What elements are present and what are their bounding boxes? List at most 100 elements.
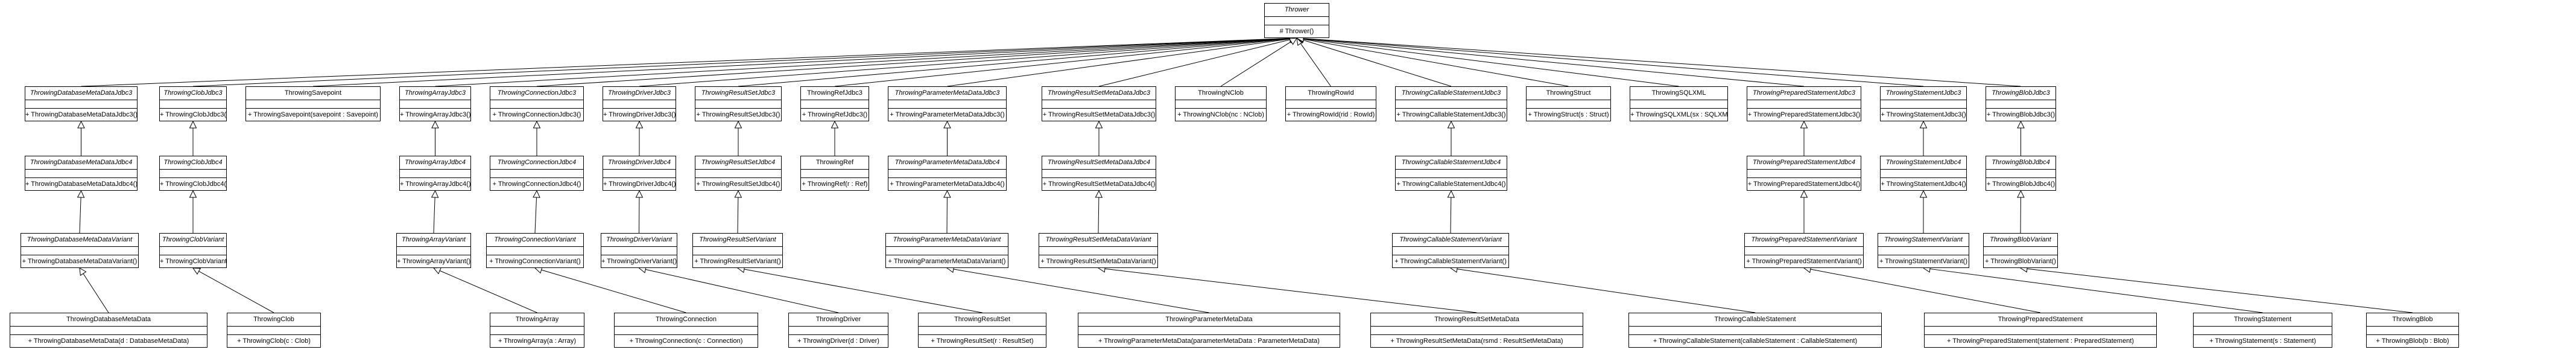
uml-class-drivervar[interactable]: ThrowingDriverVariant+ ThrowingDriverVar… <box>601 233 677 268</box>
uml-class-stmt[interactable]: ThrowingStatement+ ThrowingStatement(s :… <box>2193 313 2332 348</box>
operations-compartment: + ThrowingDriverJdbc3() <box>603 111 676 118</box>
uml-class-connjdbc4[interactable]: ThrowingConnectionJdbc4+ ThrowingConnect… <box>490 156 584 191</box>
uml-class-pmdjdbc3[interactable]: ThrowingParameterMetaDataJdbc3 + Throwing… <box>888 86 1007 121</box>
uml-class-rsjdbc3[interactable]: ThrowingResultSetJdbc3+ ThrowingResultSe… <box>695 86 782 121</box>
uml-class-driver[interactable]: ThrowingDriver+ ThrowingDriver(d : Drive… <box>788 313 888 348</box>
generalization-rsmdjdbc4-to-rsmdjdbc3 <box>1095 120 1103 156</box>
uml-class-csjdbc4[interactable]: ThrowingCallableStatementJdbc4+ Throwing… <box>1395 156 1507 191</box>
uml-class-sqlxml[interactable]: ThrowingSQLXML+ ThrowingSQLXML(sx : SQLX… <box>1630 86 1728 121</box>
uml-class-rsmdvar[interactable]: ThrowingResultSetMetaDataVariant+ Throwi… <box>1039 233 1158 268</box>
uml-class-blobjdbc3[interactable]: ThrowingBlobJdbc3+ ThrowingBlobJdbc3() <box>1986 86 2056 121</box>
uml-class-array[interactable]: ThrowingArray+ ThrowingArray(a : Array) <box>490 313 584 348</box>
class-name: ThrowingCallableStatementJdbc3 <box>1396 87 1507 100</box>
class-name: ThrowingDatabaseMetaDataVariant <box>21 234 138 247</box>
operations-compartment: + ThrowingArrayJdbc4() <box>400 180 470 188</box>
uml-class-conn[interactable]: ThrowingConnection+ ThrowingConnection(c… <box>614 313 758 348</box>
generalization-rs-to-rsvar <box>736 265 983 313</box>
generalization-line <box>1104 268 1477 313</box>
uml-class-rsmd[interactable]: ThrowingResultSetMetaData+ ThrowingResul… <box>1370 313 1583 348</box>
class-name: ThrowingResultSetMetaDataVariant <box>1039 234 1157 247</box>
uml-class-ps[interactable]: ThrowingPreparedStatement+ ThrowingPrepa… <box>1924 313 2157 348</box>
uml-class-psvar[interactable]: ThrowingPreparedStatementVariant+ Throwi… <box>1744 233 1864 268</box>
operations-compartment: + ThrowingConnectionVariant() <box>489 258 581 265</box>
class-name: ThrowingStatementJdbc4 <box>1881 156 1966 170</box>
attributes-compartment <box>888 100 1006 109</box>
attributes-compartment <box>1042 170 1156 178</box>
generalization-rsjdbc4-to-rsjdbc3 <box>734 120 742 156</box>
operations-compartment: + ThrowingParameterMetaDataJdbc3() <box>890 111 1005 118</box>
uml-class-stmtvar[interactable]: ThrowingStatementVariant+ ThrowingStatem… <box>1878 233 1969 268</box>
uml-class-rowid[interactable]: ThrowingRowId+ ThrowingRowId(rid : RowId… <box>1285 86 1376 121</box>
operations-compartment: + ThrowingClobJdbc3() <box>160 111 226 118</box>
attributes-compartment <box>246 100 380 109</box>
attributes-compartment <box>695 170 781 178</box>
uml-class-rsmdjdbc4[interactable]: ThrowingResultSetMetaDataJdbc4+ Throwing… <box>1042 156 1156 191</box>
uml-class-struct[interactable]: ThrowingStruct+ ThrowingStruct(s : Struc… <box>1526 86 1611 121</box>
uml-class-connvar[interactable]: ThrowingConnectionVariant+ ThrowingConne… <box>486 233 584 268</box>
uml-class-stmtjdbc3[interactable]: ThrowingStatementJdbc3+ ThrowingStatemen… <box>1880 86 1967 121</box>
uml-class-blob[interactable]: ThrowingBlob+ ThrowingBlob(b : Blob) <box>2366 313 2459 348</box>
generalization-arrowhead <box>635 120 644 129</box>
generalization-line <box>1303 38 1679 87</box>
attributes-compartment <box>693 247 782 255</box>
uml-class-dbmdvar[interactable]: ThrowingDatabaseMetaDataVariant+ Throwin… <box>21 233 139 268</box>
operations-compartment: + ThrowingClob(c : Clob) <box>237 337 311 345</box>
class-name: ThrowingCallableStatement <box>1629 313 1881 327</box>
attributes-compartment <box>400 100 470 109</box>
uml-class-pmdvar[interactable]: ThrowingParameterMetaDataVariant+ Throwi… <box>885 233 1008 268</box>
uml-class-clob[interactable]: ThrowingClob+ ThrowingClob(c : Clob) <box>227 313 321 348</box>
class-name: ThrowingParameterMetaDataJdbc3 <box>888 87 1006 100</box>
uml-class-thrower[interactable]: Thrower# Thrower() <box>1264 3 1329 38</box>
attributes-compartment <box>21 247 138 255</box>
generalization-driverjdbc3-to-thrower <box>639 34 1298 87</box>
uml-class-rsjdbc4[interactable]: ThrowingResultSetJdbc4+ ThrowingResultSe… <box>695 156 782 191</box>
generalization-clobjdbc3-to-thrower <box>192 34 1298 87</box>
uml-class-rs[interactable]: ThrowingResultSet+ ThrowingResultSet(r :… <box>918 313 1046 348</box>
uml-class-dbmdjdbc4[interactable]: ThrowingDatabaseMetaDataJdbc4+ ThrowingD… <box>25 156 138 191</box>
generalization-rsvar-to-rsjdbc4 <box>734 190 742 234</box>
uml-class-clobjdbc3[interactable]: ThrowingClobJdbc3 + ThrowingClobJdbc3() <box>159 86 227 121</box>
uml-class-arrayjdbc4[interactable]: ThrowingArrayJdbc4+ ThrowingArrayJdbc4() <box>399 156 471 191</box>
uml-class-connjdbc3[interactable]: ThrowingConnectionJdbc3+ ThrowingConnect… <box>490 86 584 121</box>
generalization-driverjdbc4-to-driverjdbc3 <box>635 120 644 156</box>
uml-class-rsvar[interactable]: ThrowingResultSetVariant+ ThrowingResult… <box>692 233 783 268</box>
uml-class-csjdbc3[interactable]: ThrowingCallableStatementJdbc3+ Throwing… <box>1395 86 1507 121</box>
generalization-psjdbc3-to-thrower <box>1296 34 1805 87</box>
generalization-arrowhead <box>1919 120 1928 129</box>
operations-compartment: + ThrowingStatement(s : Statement) <box>2209 337 2316 345</box>
uml-class-clobjdbc4[interactable]: ThrowingClobJdbc4+ ThrowingClobJdbc4() <box>159 156 227 191</box>
uml-class-csvar[interactable]: ThrowingCallableStatementVariant+ Throwi… <box>1392 233 1509 268</box>
uml-class-cs[interactable]: ThrowingCallableStatement+ ThrowingCalla… <box>1628 313 1882 348</box>
uml-class-refjdbc3[interactable]: ThrowingRefJdbc3+ ThrowingRefJdbc3() <box>800 86 869 121</box>
uml-class-arrayvar[interactable]: ThrowingArrayVariant+ ThrowingArrayVaria… <box>396 233 471 268</box>
attributes-compartment <box>695 100 781 109</box>
uml-class-driverjdbc3[interactable]: ThrowingDriverJdbc3+ ThrowingDriverJdbc3… <box>603 86 676 121</box>
uml-class-psjdbc3[interactable]: ThrowingPreparedStatementJdbc3+ Throwing… <box>1747 86 1861 121</box>
generalization-arrowhead <box>533 120 541 129</box>
uml-class-pmd[interactable]: ThrowingParameterMetaData+ ThrowingParam… <box>1078 313 1340 348</box>
generalization-arrowhead <box>1288 37 1297 45</box>
uml-class-arrayjdbc3[interactable]: ThrowingArrayJdbc3+ ThrowingArrayJdbc3() <box>399 86 471 121</box>
uml-class-savepoint[interactable]: ThrowingSavepoint+ ThrowingSavepoint(sav… <box>245 86 381 121</box>
uml-class-dbmd[interactable]: ThrowingDatabaseMetaData+ ThrowingDataba… <box>10 313 207 348</box>
uml-class-clobvar[interactable]: ThrowingClobVariant+ ThrowingClobVariant… <box>159 233 227 268</box>
operations-compartment: + ThrowingBlob(b : Blob) <box>2376 337 2449 345</box>
uml-class-rsmdjdbc3[interactable]: ThrowingResultSetMetaDataJdbc3+ Throwing… <box>1042 86 1156 121</box>
uml-class-stmtjdbc4[interactable]: ThrowingStatementJdbc4+ ThrowingStatemen… <box>1880 156 1967 191</box>
generalization-line <box>947 39 1291 87</box>
class-name: ThrowingDatabaseMetaData <box>10 313 207 327</box>
generalization-line <box>1303 38 2021 87</box>
uml-class-psjdbc4[interactable]: ThrowingPreparedStatementJdbc4+ Throwing… <box>1747 156 1861 191</box>
uml-class-blobvar[interactable]: ThrowingBlobVariant+ ThrowingBlobVariant… <box>1983 233 2058 268</box>
class-name: ThrowingClobJdbc3 <box>160 87 226 100</box>
generalization-arrowhead <box>189 120 197 129</box>
class-name: ThrowingResultSetJdbc3 <box>695 87 781 100</box>
generalization-line <box>1300 43 1331 87</box>
uml-class-ref[interactable]: ThrowingRef+ ThrowingRef(r : Ref) <box>800 156 869 191</box>
generalization-line <box>1303 38 1924 87</box>
uml-class-driverjdbc4[interactable]: ThrowingDriverJdbc4+ ThrowingDriverJdbc4… <box>603 156 676 191</box>
uml-class-nclob[interactable]: ThrowingNClob+ ThrowingNClob(nc : NClob) <box>1175 86 1267 121</box>
uml-class-blobjdbc4[interactable]: ThrowingBlobJdbc4+ ThrowingBlobJdbc4() <box>1986 156 2056 191</box>
uml-class-dbmdjdbc3[interactable]: ThrowingDatabaseMetaDataJdbc3+ ThrowingD… <box>25 86 138 121</box>
uml-class-pmdjdbc4[interactable]: ThrowingParameterMetaDataJdbc4+ Throwing… <box>888 156 1007 191</box>
